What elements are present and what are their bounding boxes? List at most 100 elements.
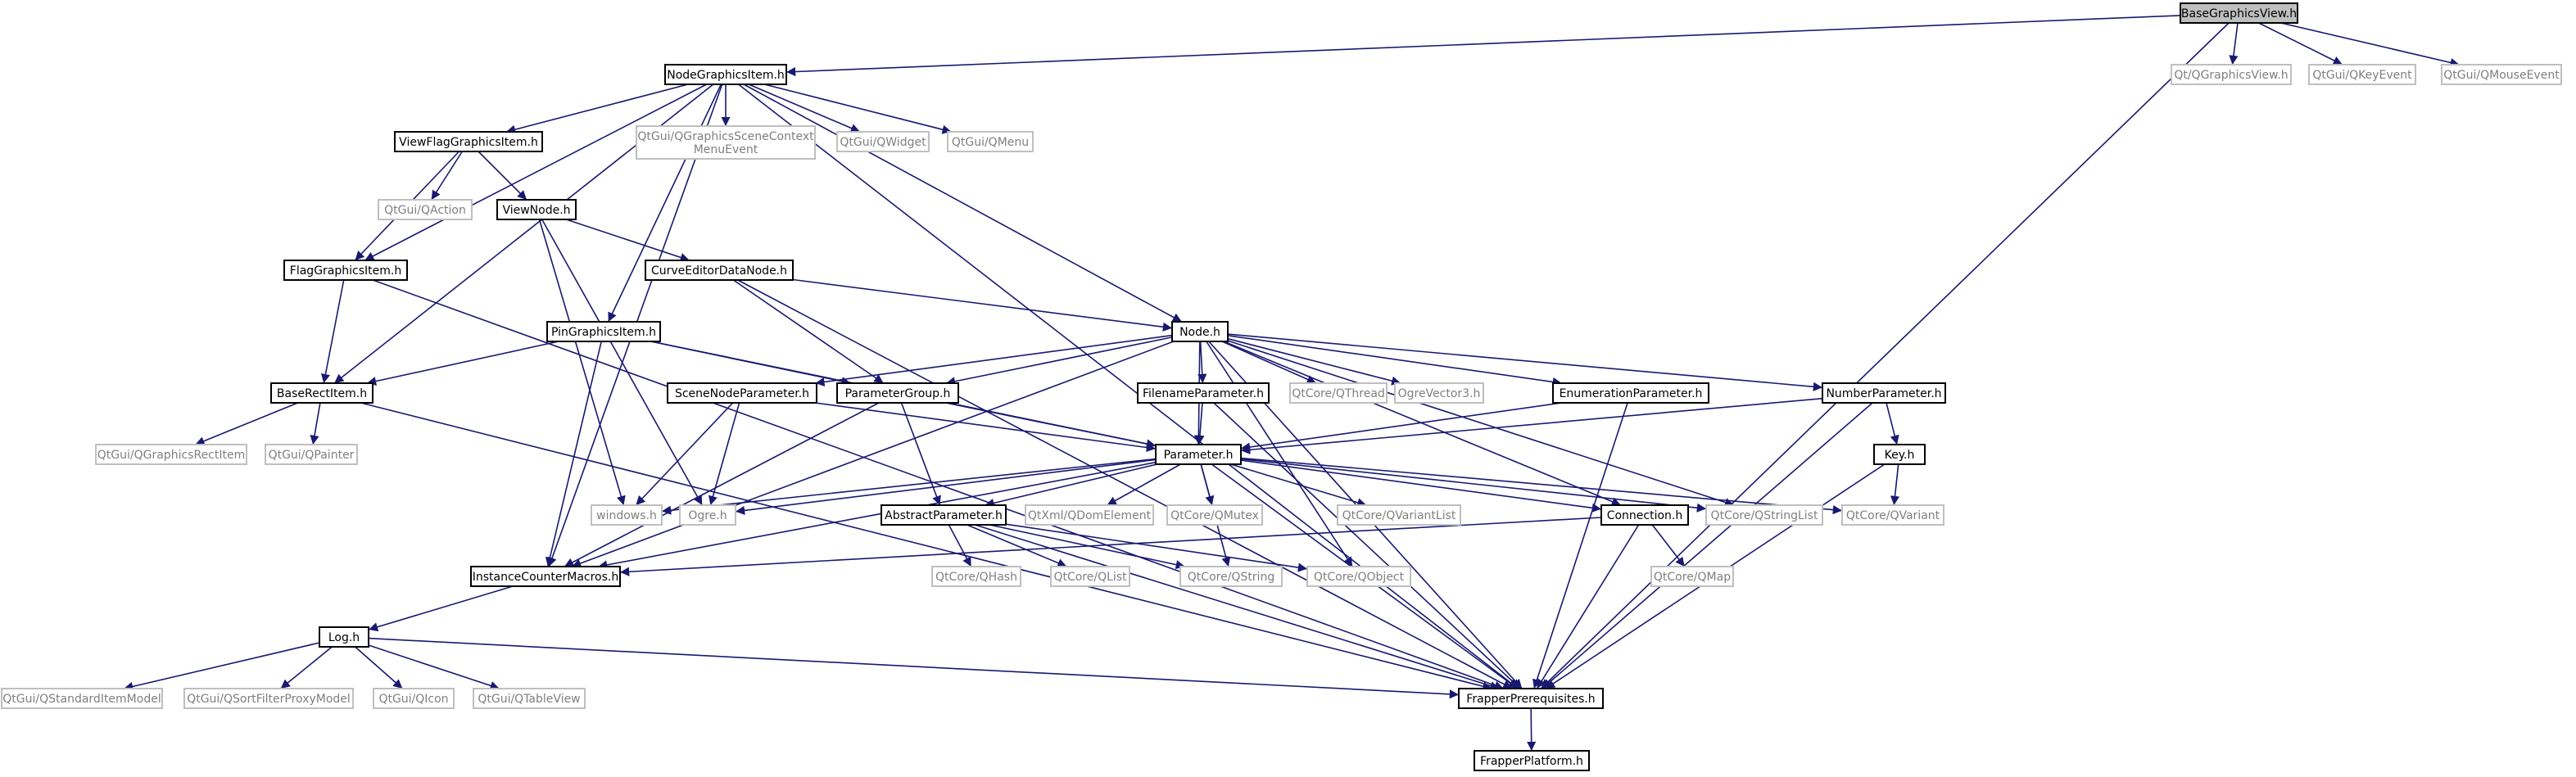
edge-log-to-frapper-prerequisites: [368, 637, 1460, 699]
node-box: [1394, 382, 1484, 404]
node-curve-editor-data-node[interactable]: CurveEditorDataNode.h: [645, 260, 794, 281]
node-box: [881, 504, 1007, 526]
node-key-h[interactable]: Key.h: [1873, 444, 1926, 465]
node-label: FlagGraphicsItem.h: [290, 264, 401, 278]
node-qobject: QtCore/QObject: [1306, 566, 1411, 587]
edge-abstract-parameter-to-frapper-prerequisites: [975, 524, 1500, 691]
edges-layer: [124, 15, 2460, 752]
node-box: [1705, 504, 1823, 526]
node-box: [1171, 321, 1229, 342]
node-label: PinGraphicsItem.h: [551, 326, 656, 339]
edge-parameter-to-abstract-parameter: [985, 463, 1157, 508]
node-qstring: QtCore/QString: [1179, 566, 1283, 587]
node-label: InstanceCounterMacros.h: [473, 571, 618, 584]
node-base-rect-item[interactable]: BaseRectItem.h: [270, 382, 373, 404]
node-label: QtCore/QThread: [1292, 387, 1385, 400]
edge-node-graphics-item-to-flag-graphics-item: [364, 84, 708, 261]
node-box: [283, 260, 408, 281]
node-box: [1050, 566, 1130, 587]
node-box: [679, 504, 736, 526]
node-view-flag-graphics-item[interactable]: ViewFlagGraphicsItem.h: [394, 131, 543, 152]
node-qstring-list: QtCore/QStringList: [1705, 504, 1823, 526]
edge-filename-parameter-to-parameter: [1195, 402, 1205, 445]
node-qmenu: QtGui/QMenu: [947, 131, 1034, 152]
edge-curve-editor-data-node-to-frapper-prerequisites: [737, 279, 1513, 689]
node-pin-graphics-item[interactable]: PinGraphicsItem.h: [546, 321, 661, 342]
node-label: QtGui/QMenu: [952, 136, 1029, 149]
node-view-node[interactable]: ViewNode.h: [496, 199, 577, 220]
node-label: QtCore/QVariantList: [1342, 509, 1456, 522]
node-qsort-filter-proxy-model: QtGui/QSortFilterProxyModel: [183, 688, 354, 709]
edge-parameter-group-to-instance-counter-macros: [564, 402, 880, 567]
node-box: [1179, 566, 1283, 587]
edge-view-node-to-windows: [538, 219, 626, 506]
node-label: NodeGraphicsItem.h: [667, 69, 785, 82]
node-box: [645, 260, 794, 281]
edge-abstract-parameter-to-qhash: [948, 524, 972, 567]
node-frapper-prerequisites[interactable]: FrapperPrerequisites.h: [1458, 688, 1604, 709]
edge-log-to-qstandard-item-model: [124, 642, 320, 691]
node-box: [394, 131, 543, 152]
node-node-graphics-item[interactable]: NodeGraphicsItem.h: [664, 64, 787, 85]
edge-parameter-to-qvariant-list: [1230, 463, 1367, 508]
node-abstract-parameter[interactable]: AbstractParameter.h: [881, 504, 1007, 526]
node-label: QtGui/QAction: [384, 204, 466, 217]
node-qgraphics-rect-item: QtGui/QGraphicsRectItem: [95, 444, 247, 465]
node-box: [664, 64, 787, 85]
edge-base-graphics-view-to-qgraphics-view: [2229, 22, 2239, 66]
node-scene-node-parameter[interactable]: SceneNodeParameter.h: [667, 382, 817, 404]
node-qmutex: QtCore/QMutex: [1166, 504, 1263, 526]
node-label: ViewNode.h: [502, 204, 570, 217]
node-parameter[interactable]: Parameter.h: [1155, 444, 1242, 465]
node-base-graphics-view[interactable]: BaseGraphicsView.h: [2180, 2, 2298, 24]
node-instance-counter-macros[interactable]: InstanceCounterMacros.h: [470, 566, 621, 587]
node-flag-graphics-item[interactable]: FlagGraphicsItem.h: [283, 260, 408, 281]
node-qtable-view: QtGui/QTableView: [473, 688, 586, 709]
node-qmouse-event: QtGui/QMouseEvent: [2441, 64, 2562, 85]
node-label: FilenameParameter.h: [1143, 387, 1264, 400]
edge-enumeration-parameter-to-frapper-prerequisites: [1532, 402, 1628, 689]
node-filename-parameter[interactable]: FilenameParameter.h: [1137, 382, 1270, 404]
node-parameter-group[interactable]: ParameterGroup.h: [836, 382, 959, 404]
node-box: [1552, 382, 1709, 404]
edge-instance-counter-macros-to-log: [368, 585, 514, 632]
node-box: [1873, 444, 1926, 465]
node-qicon: QtGui/QIcon: [373, 688, 455, 709]
node-ogre-vector3: OgreVector3.h: [1394, 382, 1484, 404]
node-label: AbstractParameter.h: [885, 509, 1003, 522]
node-label: QtGui/QWidget: [840, 136, 926, 149]
edge-connection-to-instance-counter-macros: [619, 517, 1602, 576]
node-log[interactable]: Log.h: [319, 626, 369, 648]
node-frapper-platform[interactable]: FrapperPlatform.h: [1474, 750, 1590, 771]
edge-node-h-to-qstring-list: [1227, 340, 1735, 507]
node-qvariant-list: QtCore/QVariantList: [1337, 504, 1461, 526]
node-label: FrapperPlatform.h: [1480, 755, 1583, 768]
node-node-h[interactable]: Node.h: [1171, 321, 1229, 342]
node-ogre: Ogre.h: [679, 504, 736, 526]
node-box: [1600, 504, 1689, 526]
node-qstandard-item-model: QtGui/QStandardItemModel: [1, 688, 163, 709]
node-label: ParameterGroup.h: [845, 387, 951, 400]
edge-node-graphics-item-to-view-flag-graphics-item: [505, 84, 689, 134]
node-label: QtGui/QMouseEvent: [2443, 69, 2560, 82]
node-label: QtCore/QString: [1188, 571, 1274, 584]
node-label: QtGui/QStandardItemModel: [2, 693, 161, 706]
edge-enumeration-parameter-to-parameter: [1240, 402, 1562, 452]
node-label: QtGui/QPainter: [269, 449, 355, 462]
node-number-parameter[interactable]: NumberParameter.h: [1822, 382, 1946, 404]
edge-node-graphics-item-to-qmenu: [764, 84, 952, 134]
edge-number-parameter-to-key-h: [1886, 402, 1899, 445]
node-qpainter: QtGui/QPainter: [265, 444, 358, 465]
node-qhash: QtCore/QHash: [931, 566, 1021, 587]
edge-parameter-to-connection: [1240, 459, 1602, 513]
node-label: windows.h: [596, 509, 657, 522]
edge-abstract-parameter-to-qobject: [1005, 523, 1308, 572]
node-connection[interactable]: Connection.h: [1600, 504, 1689, 526]
node-box: [591, 504, 663, 526]
edge-connection-to-qmap: [1651, 524, 1686, 567]
node-box: [1822, 382, 1946, 404]
edge-flag-graphics-item-to-base-rect-item: [320, 279, 345, 384]
node-box: [473, 688, 586, 709]
node-enumeration-parameter[interactable]: EnumerationParameter.h: [1552, 382, 1709, 404]
